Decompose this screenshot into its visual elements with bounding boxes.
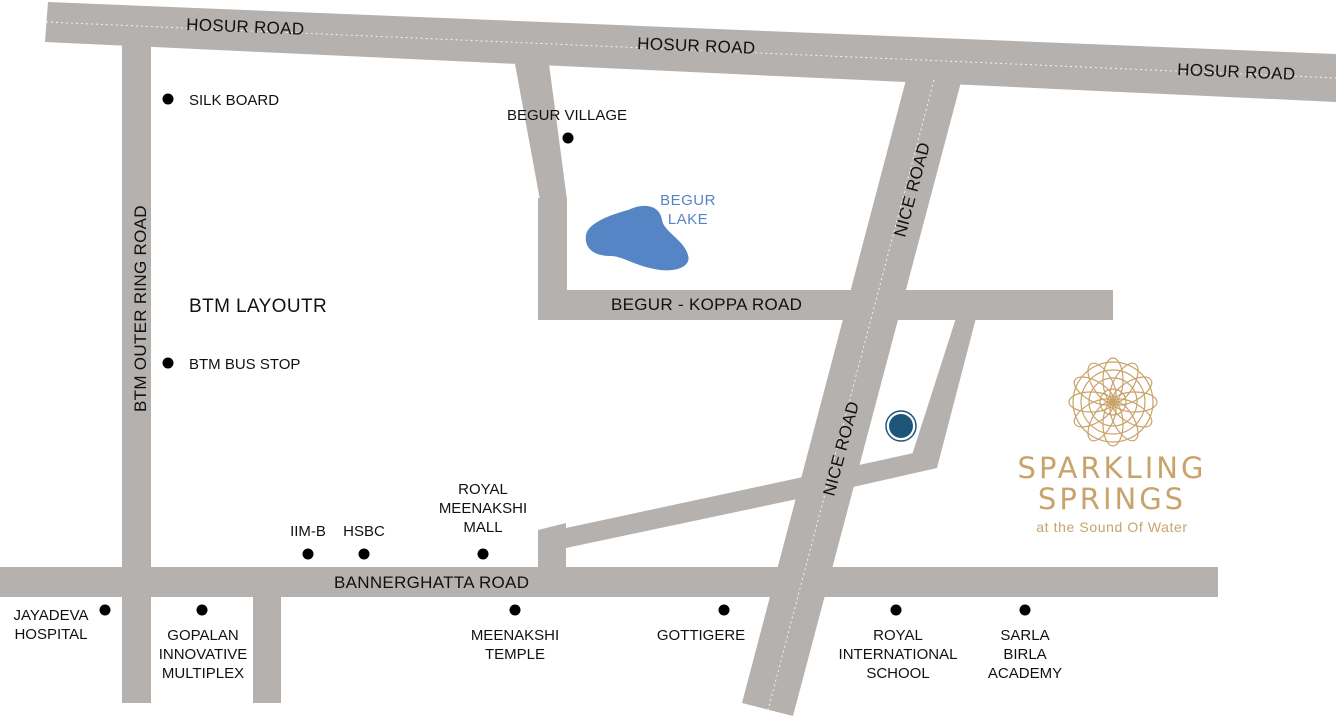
brand-title-line1: SPARKLING — [1018, 451, 1207, 485]
road-center-lines — [45, 21, 1336, 711]
gopalan-multiplex-label-3: MULTIPLEX — [162, 665, 244, 682]
royal-meenakshi-mall-label-3: MALL — [463, 519, 502, 536]
place-labels: SILK BOARD BEGUR VILLAGE BTM BUS STOP II… — [13, 92, 1062, 682]
brand-tagline: at the Sound Of Water — [1036, 519, 1187, 535]
jayadeva-hospital-dot — [99, 604, 111, 616]
sarla-birla-academy-label-3: ACADEMY — [988, 665, 1062, 682]
iimb-label: IIM-B — [290, 523, 326, 540]
royal-meenakshi-mall-label-1: ROYAL — [458, 481, 508, 498]
royal-meenakshi-mall-dot — [477, 548, 489, 560]
sarla-birla-academy-label-2: BIRLA — [1003, 646, 1046, 663]
bannerghatta-road — [0, 567, 1218, 597]
royal-international-school-dot — [890, 604, 902, 616]
btm-layout-label: BTM LAYOUTR — [189, 296, 327, 317]
iimb-dot — [302, 548, 314, 560]
meenakshi-temple-label-2: TEMPLE — [485, 646, 545, 663]
gopalan-side-road — [253, 597, 281, 703]
link-road — [566, 448, 937, 548]
begur-koppa-road-label: BEGUR - KOPPA ROAD — [611, 295, 802, 314]
landmark-dots — [99, 93, 1031, 616]
btm-outer-ring-road — [122, 42, 151, 703]
gottigere-label: GOTTIGERE — [657, 627, 745, 644]
meenakshi-temple-dot — [509, 604, 521, 616]
hosur-road-label-1: HOSUR ROAD — [186, 15, 305, 39]
sarla-birla-academy-dot — [1019, 604, 1031, 616]
hosur-road-label-2: HOSUR ROAD — [637, 34, 756, 58]
bannerghatta-road-label: BANNERGHATTA ROAD — [334, 573, 529, 592]
gottigere-dot — [718, 604, 730, 616]
lotus-mandala-icon — [1068, 357, 1158, 447]
royal-international-school-label-3: SCHOOL — [866, 665, 929, 682]
royal-international-school-label-2: INTERNATIONAL — [839, 646, 958, 663]
gopalan-multiplex-label-1: GOPALAN — [167, 627, 238, 644]
hosur-road — [45, 2, 1336, 102]
royal-meenakshi-mall-label-2: MEENAKSHI — [439, 500, 527, 517]
begur-connector-road — [538, 198, 567, 320]
project-location-icon[interactable] — [885, 410, 917, 442]
begur-village-dot — [562, 132, 574, 144]
jayadeva-hospital-label-1: JAYADEVA — [13, 607, 88, 624]
meenakshi-temple-label-1: MEENAKSHI — [471, 627, 559, 644]
nice-center-line — [767, 79, 935, 711]
hsbc-label: HSBC — [343, 523, 385, 540]
gopalan-multiplex-label-2: INNOVATIVE — [159, 646, 248, 663]
begur-koppa-road — [538, 290, 1113, 320]
silk-board-dot — [162, 93, 174, 105]
begur-lake — [585, 205, 689, 271]
btm-bus-stop-dot — [162, 357, 174, 369]
btm-bus-stop-label: BTM BUS STOP — [189, 356, 300, 373]
silk-board-label: SILK BOARD — [189, 92, 279, 109]
project-side-road — [912, 318, 976, 468]
hosur-road-label-3: HOSUR ROAD — [1177, 60, 1296, 84]
gopalan-multiplex-dot — [196, 604, 208, 616]
btm-outer-ring-road-label: BTM OUTER RING ROAD — [131, 205, 150, 412]
brand-title-line2: SPRINGS — [1038, 482, 1186, 516]
begur-village-road — [515, 64, 567, 200]
nice-road — [742, 76, 961, 716]
begur-lake-label-line2: LAKE — [668, 211, 708, 228]
hsbc-dot — [358, 548, 370, 560]
begur-village-label: BEGUR VILLAGE — [507, 107, 627, 124]
link-road-stub — [538, 523, 566, 568]
begur-lake-label-line1: BEGUR — [660, 192, 716, 209]
sarla-birla-academy-label-1: SARLA — [1000, 627, 1049, 644]
jayadeva-hospital-label-2: HOSPITAL — [14, 626, 87, 643]
hosur-center-line — [45, 21, 1336, 79]
royal-international-school-label-1: ROYAL — [873, 627, 923, 644]
